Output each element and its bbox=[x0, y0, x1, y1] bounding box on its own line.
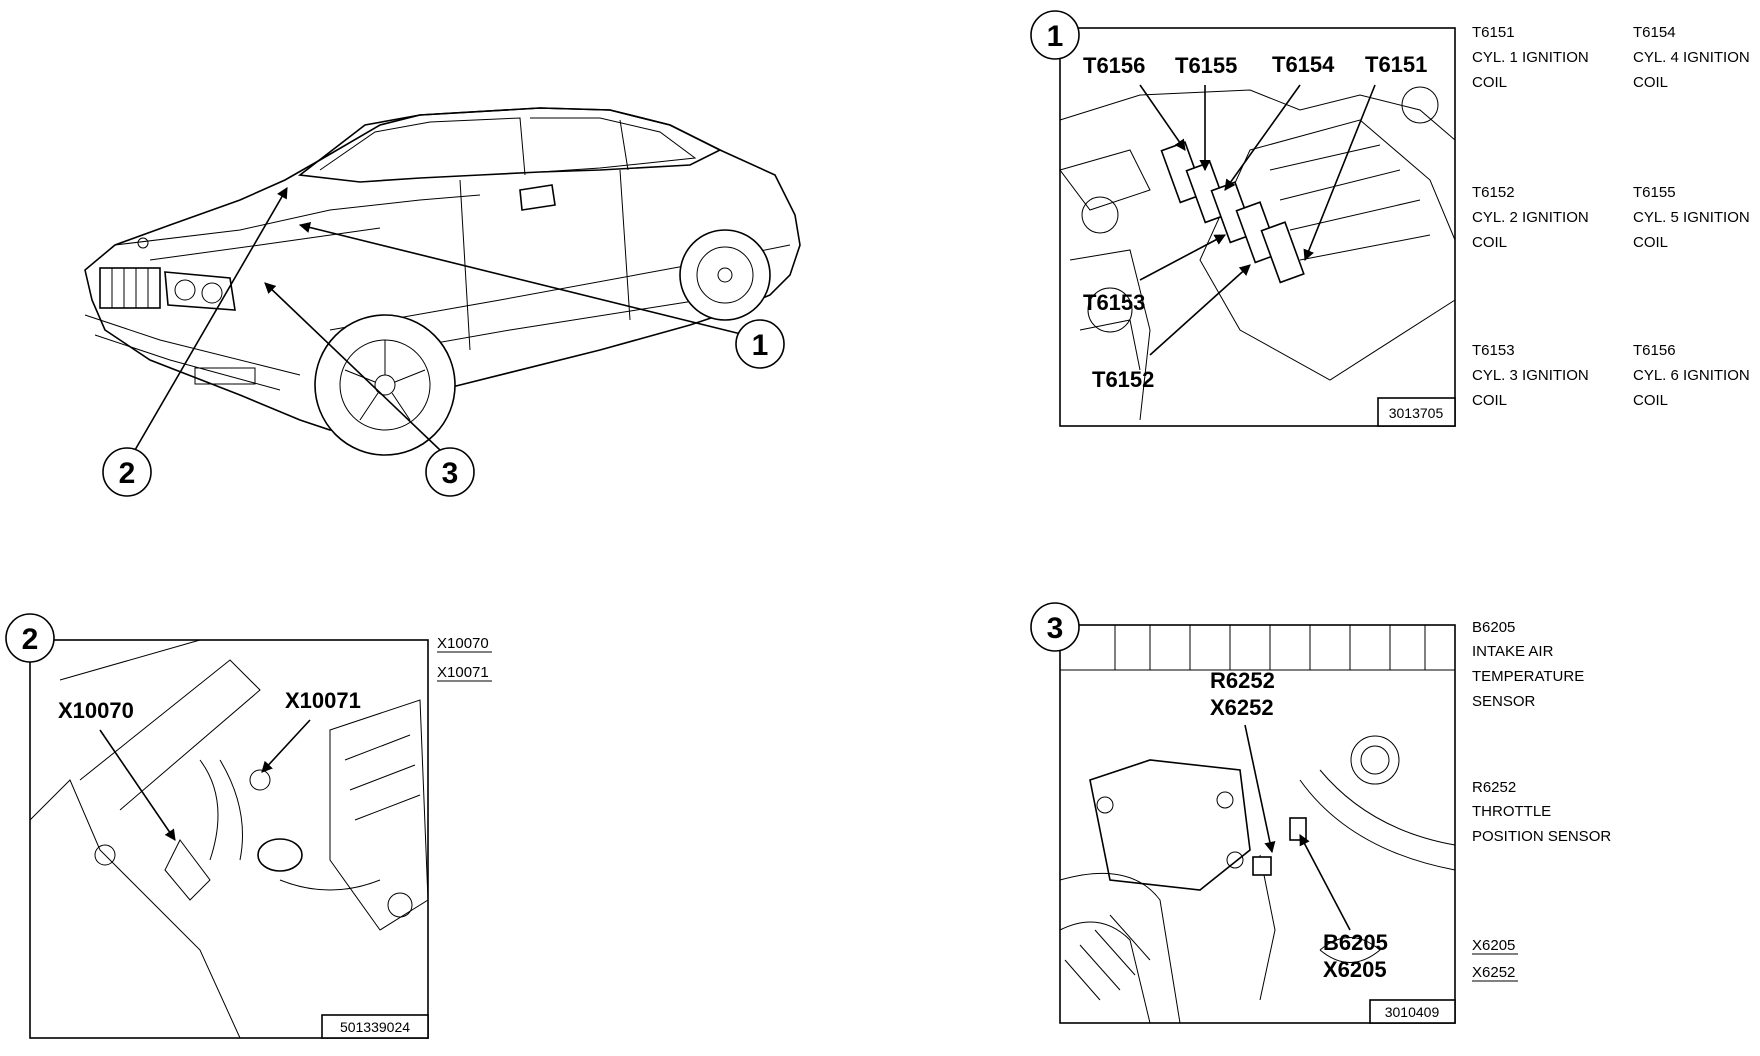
svg-text:T6156: T6156 bbox=[1633, 342, 1676, 359]
svg-text:COIL: COIL bbox=[1472, 74, 1507, 91]
overview-callout-3: 3 bbox=[425, 447, 475, 497]
panel-1-ignition-coils bbox=[1059, 27, 1456, 427]
svg-text:T6155: T6155 bbox=[1633, 184, 1676, 201]
label-x10071: X10071 bbox=[285, 688, 361, 713]
label-t6155: T6155 bbox=[1175, 53, 1237, 78]
svg-text:COIL: COIL bbox=[1472, 392, 1507, 409]
svg-text:T6152: T6152 bbox=[1472, 184, 1515, 201]
arrow-to-location-2 bbox=[134, 187, 288, 451]
svg-text:R6252: R6252 bbox=[1472, 779, 1516, 796]
label-x6205: X6205 bbox=[1323, 957, 1387, 982]
svg-text:X6252: X6252 bbox=[1472, 964, 1515, 981]
svg-text:POSITION SENSOR: POSITION SENSOR bbox=[1472, 828, 1611, 845]
svg-text:COIL: COIL bbox=[1633, 392, 1668, 409]
svg-text:2: 2 bbox=[22, 623, 39, 656]
svg-text:COIL: COIL bbox=[1633, 74, 1668, 91]
label-r6252: R6252 bbox=[1210, 668, 1275, 693]
svg-text:THROTTLE: THROTTLE bbox=[1472, 803, 1551, 820]
svg-text:CYL. 5 IGNITION: CYL. 5 IGNITION bbox=[1633, 209, 1750, 226]
overview-callout-1: 1 bbox=[735, 319, 785, 369]
svg-text:CYL. 4 IGNITION: CYL. 4 IGNITION bbox=[1633, 49, 1750, 66]
panel-2-connectors bbox=[29, 639, 429, 1039]
panel-2-legend: X10070 X10071 bbox=[437, 635, 492, 682]
svg-text:CYL. 2 IGNITION: CYL. 2 IGNITION bbox=[1472, 209, 1589, 226]
svg-text:SENSOR: SENSOR bbox=[1472, 693, 1536, 710]
svg-text:COIL: COIL bbox=[1633, 234, 1668, 251]
svg-text:T6153: T6153 bbox=[1472, 342, 1515, 359]
panel-2-figure-code: 501339024 bbox=[340, 1019, 410, 1035]
svg-text:B6205: B6205 bbox=[1472, 619, 1515, 636]
svg-text:X6205: X6205 bbox=[1472, 937, 1515, 954]
overview-callout-2: 2 bbox=[102, 447, 152, 497]
svg-text:TEMPERATURE: TEMPERATURE bbox=[1472, 668, 1584, 685]
svg-text:CYL. 3 IGNITION: CYL. 3 IGNITION bbox=[1472, 367, 1589, 384]
svg-text:1: 1 bbox=[1047, 20, 1064, 53]
svg-text:2: 2 bbox=[119, 457, 136, 490]
svg-text:T6154: T6154 bbox=[1633, 24, 1676, 41]
label-t6152: T6152 bbox=[1092, 367, 1154, 392]
svg-text:CYL. 1 IGNITION: CYL. 1 IGNITION bbox=[1472, 49, 1589, 66]
svg-text:3: 3 bbox=[442, 457, 459, 490]
svg-text:1: 1 bbox=[752, 329, 769, 362]
label-x6252: X6252 bbox=[1210, 695, 1274, 720]
panel-3-number: 3 bbox=[1030, 602, 1080, 652]
arrow-to-location-3 bbox=[264, 282, 441, 451]
arrow-to-location-1 bbox=[298, 221, 746, 336]
panel-3-throttle-area bbox=[1059, 624, 1456, 1024]
panel-1-figure-code: 3013705 bbox=[1389, 405, 1444, 421]
panel-1-number: 1 bbox=[1030, 10, 1080, 60]
svg-text:3: 3 bbox=[1047, 612, 1064, 645]
label-t6151: T6151 bbox=[1365, 52, 1427, 77]
label-x10070: X10070 bbox=[58, 698, 134, 723]
label-t6153: T6153 bbox=[1083, 290, 1145, 315]
label-b6205: B6205 bbox=[1323, 930, 1388, 955]
svg-text:X10071: X10071 bbox=[437, 664, 489, 681]
panel-3-legend: B6205 INTAKE AIR TEMPERATURE SENSOR R625… bbox=[1472, 619, 1611, 982]
svg-text:T6151: T6151 bbox=[1472, 24, 1515, 41]
svg-text:COIL: COIL bbox=[1472, 234, 1507, 251]
panel-2-number: 2 bbox=[5, 613, 55, 663]
label-t6156: T6156 bbox=[1083, 53, 1145, 78]
car-illustration bbox=[84, 107, 801, 456]
svg-text:X10070: X10070 bbox=[437, 635, 489, 652]
panel-3-figure-code: 3010409 bbox=[1385, 1004, 1440, 1020]
svg-text:INTAKE AIR: INTAKE AIR bbox=[1472, 643, 1554, 660]
panel-1-legend: T6151 CYL. 1 IGNITION COIL T6154 CYL. 4 … bbox=[1472, 24, 1750, 409]
label-t6154: T6154 bbox=[1272, 52, 1335, 77]
svg-text:CYL. 6 IGNITION: CYL. 6 IGNITION bbox=[1633, 367, 1750, 384]
